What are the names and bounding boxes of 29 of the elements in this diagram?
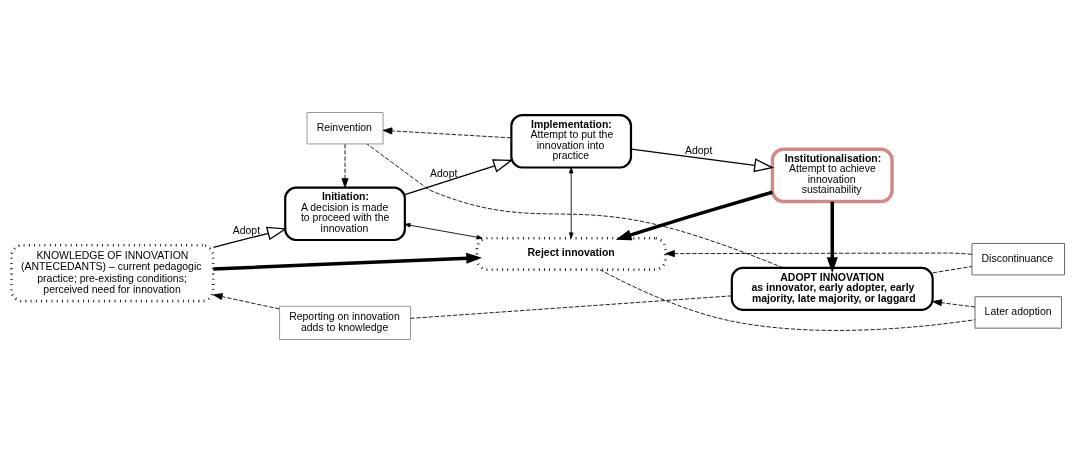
node-box: Discontinuance: [971, 242, 1065, 275]
node-box: Implementation: Attempt to put the innovation into practice: [510, 113, 633, 169]
arrow: [213, 252, 483, 271]
arrow: [213, 292, 280, 309]
arrow: [212, 226, 288, 248]
arrow: [404, 222, 483, 239]
arrow: [630, 147, 775, 172]
node-box: Institutionalisation: Attempt to achieve innovation sustainability: [770, 146, 894, 203]
arrow: [404, 158, 514, 195]
node-box: Reporting on innovation adds to knowledge: [279, 305, 411, 340]
node-box: Later adoption: [974, 295, 1062, 329]
node-box: KNOWLEDGE OF INNOVATION (ANTECEDANTS) – current pedagogic practice; pre-existing conditions; perceived need for innovation: [10, 243, 215, 302]
edge-label: Adopt: [430, 167, 458, 179]
arrow: [341, 143, 349, 188]
node-box: ADOPT INNOVATION as innovator, early adopter, early majority, late majority, or laggard: [730, 266, 934, 311]
connector: [366, 143, 784, 268]
node-box: Reinvention: [306, 111, 384, 144]
edge-label: Adopt: [232, 224, 261, 236]
node-box: Initiation: A decision is made to proceed with the innovation: [284, 186, 406, 241]
edge-label: Adopt: [684, 144, 713, 156]
connector: [599, 268, 976, 331]
connector: [932, 265, 973, 273]
arrow: [665, 249, 973, 257]
connector: [410, 294, 733, 319]
arrow: [932, 298, 976, 307]
arrow: [568, 166, 574, 239]
arrow: [382, 126, 512, 138]
arrow: [826, 201, 838, 273]
arrow: [615, 190, 773, 240]
